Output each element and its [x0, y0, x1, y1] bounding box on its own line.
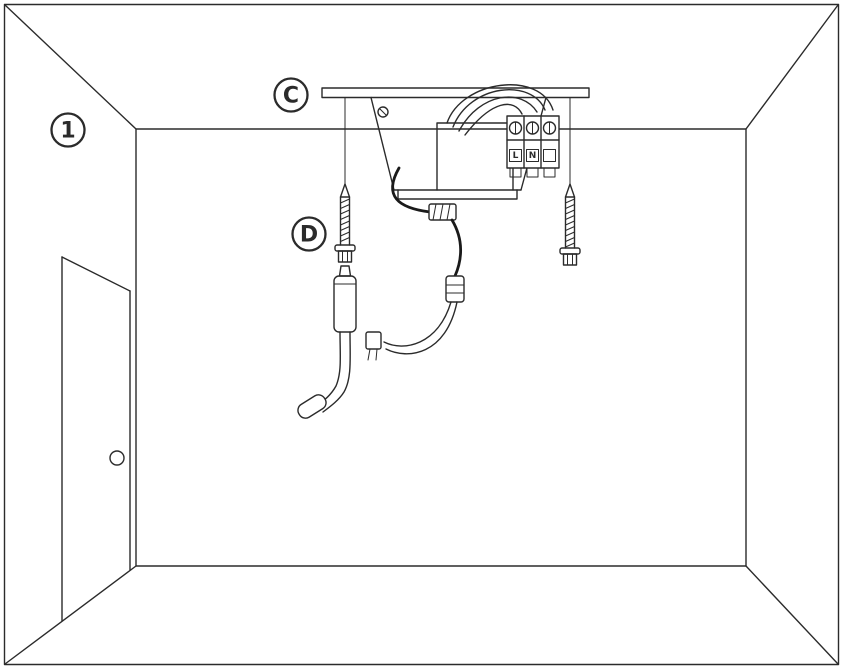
fixing-screw-icon [377, 106, 389, 118]
callout-c-circle [273, 77, 309, 113]
power-cable-upper [391, 166, 432, 214]
plug-connector-lines [445, 284, 465, 294]
wires [446, 84, 554, 136]
callout-d-letter: D [300, 223, 318, 248]
terminal-label-box-l [509, 149, 522, 162]
screw-tip [564, 183, 576, 198]
wrench-handle [333, 275, 357, 333]
screw-tip [339, 183, 351, 198]
plug-pins [367, 348, 378, 361]
frame-border [3, 3, 840, 666]
perspective-line-top-left [4, 4, 137, 130]
fixing-screw-slot [379, 108, 387, 116]
cable-connector-hatch [432, 203, 451, 221]
mounting-screw-right [559, 183, 581, 266]
door [61, 256, 131, 622]
perspective-line-top-right [745, 4, 839, 130]
room-outline [3, 3, 840, 666]
wire-1 [446, 84, 554, 124]
perspective-line-bottom-right [745, 565, 839, 665]
wrench-tip [297, 394, 327, 419]
mounting-bar [321, 87, 590, 99]
power-cable-assembly [365, 166, 465, 361]
screw-head [562, 253, 578, 266]
step-circle [50, 112, 86, 148]
wire-3 [458, 96, 538, 132]
screw-head-facets [342, 250, 348, 263]
plug-connector [445, 275, 465, 303]
cable-clamp-3 [543, 167, 556, 178]
door-top-edge [61, 256, 131, 292]
loop-wire-2 [385, 301, 458, 355]
screw-head-facets [567, 253, 573, 266]
hex-wrench [297, 265, 357, 419]
label-step-1: 1 [50, 112, 86, 148]
door-knob [109, 450, 125, 466]
back-wall [135, 128, 747, 567]
mounting-screw-left [334, 183, 356, 263]
canopy-left-slant [370, 96, 395, 191]
terminal-label-l: L [513, 151, 519, 161]
terminal-screw-slots [515, 122, 550, 134]
terminal-label-n: N [529, 151, 537, 161]
terminal-block: L N [506, 115, 560, 178]
ceiling-bracket [321, 87, 590, 185]
terminal-dividers [506, 115, 560, 169]
screw-head [337, 250, 353, 263]
screw-threads [340, 198, 350, 242]
wire-4 [464, 103, 523, 136]
wrench-bit [338, 265, 352, 277]
screw-shaft [564, 196, 576, 249]
driver-box [436, 122, 514, 191]
cable-clamp-2 [526, 167, 539, 178]
screw-flange [559, 247, 581, 255]
power-cable-lower [450, 218, 463, 278]
wrench-shaft-inner [322, 331, 351, 413]
two-pin-plug [365, 331, 382, 350]
canopy-lip [397, 189, 518, 200]
loop-wire-1 [383, 301, 452, 347]
step-number: 1 [60, 119, 75, 144]
perspective-line-bottom-left [4, 565, 137, 665]
wire-2 [452, 89, 546, 128]
terminal-label-box-3 [543, 149, 556, 162]
screw-threads [565, 198, 575, 248]
callout-d-circle [291, 216, 327, 252]
callout-c-letter: C [283, 84, 299, 109]
label-part-d: D [291, 216, 327, 252]
terminal-label-box-n [526, 149, 539, 162]
cable-clamp-1 [509, 167, 522, 178]
label-part-c: C [273, 77, 309, 113]
screw-flange [334, 244, 356, 252]
